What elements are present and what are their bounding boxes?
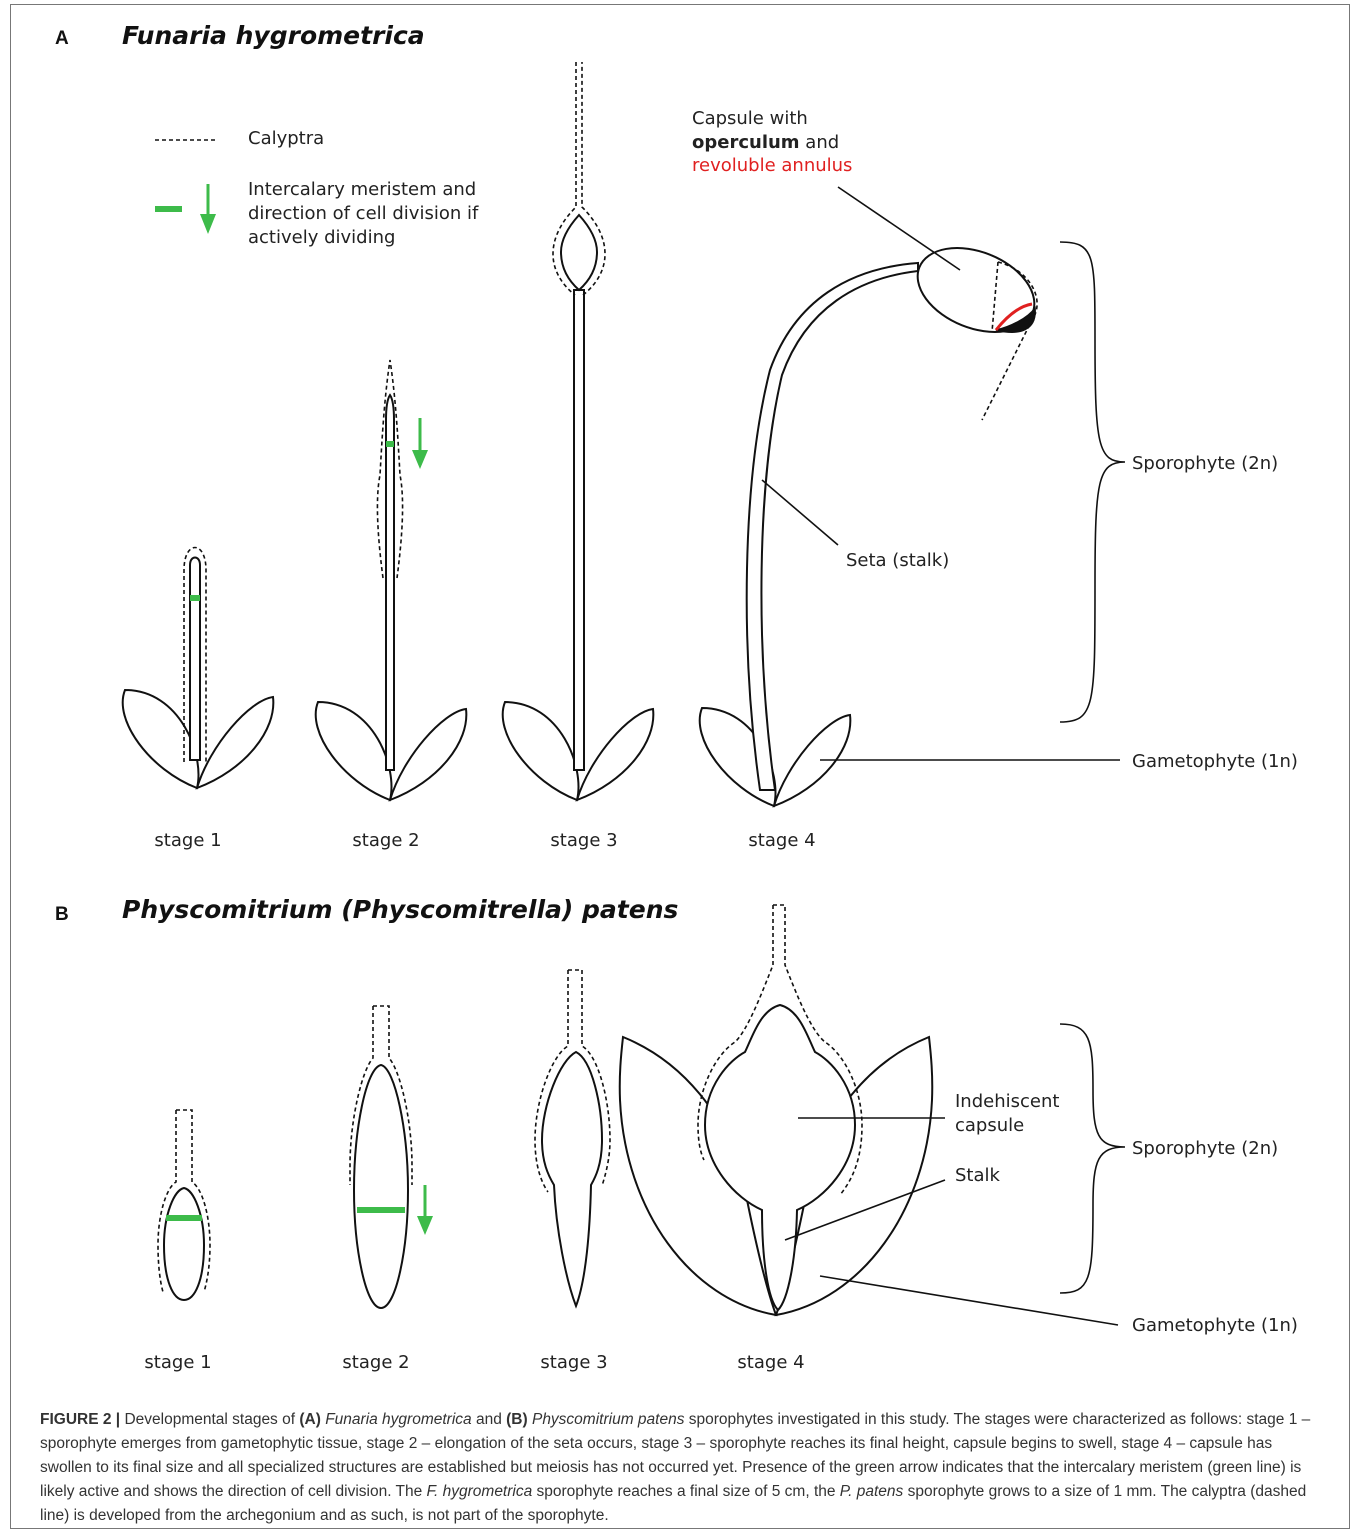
panel-a-letter: A — [55, 28, 69, 49]
caption-text: and — [472, 1411, 506, 1428]
seta-label: Seta (stalk) — [846, 550, 949, 571]
caption-text: Developmental stages of — [120, 1411, 299, 1428]
annulus-term: revoluble annulus — [692, 155, 852, 176]
sporophyte-seta — [574, 290, 584, 770]
gametophyte-label-b: Gametophyte (1n) — [1132, 1315, 1298, 1336]
capsule-label-b-2: capsule — [955, 1115, 1024, 1136]
panel-a-title: Funaria hygrometrica — [122, 21, 425, 50]
panel-b-title: Physcomitrium (Physcomitrella) patens — [122, 895, 678, 924]
funaria-stage-4 — [700, 232, 1047, 806]
sporophyte — [354, 1065, 408, 1308]
caption-text: sporophyte reaches a final size of 5 cm,… — [532, 1483, 840, 1500]
physcomitrium-stage-4 — [620, 905, 933, 1315]
stalk-label: Stalk — [955, 1165, 1001, 1186]
diagram-canvas: A Funaria hygrometrica Calyptra Intercal… — [0, 0, 1358, 1400]
gametophyte-leaf — [197, 697, 273, 788]
funaria-capsule — [905, 232, 1047, 348]
panel-b-letter: B — [55, 904, 69, 925]
gametophyte-label-a: Gametophyte (1n) — [1132, 751, 1298, 772]
gametophyte-leaf — [577, 709, 653, 800]
funaria-stage-3 — [503, 62, 654, 800]
capsule-label-and: and — [800, 132, 840, 153]
stage-label: stage 2 — [342, 1352, 409, 1373]
caption-f-species: F. hygrometrica — [427, 1483, 533, 1500]
physcomitrium-stage-2 — [350, 1006, 433, 1308]
legend-meristem-label-3: actively dividing — [248, 227, 395, 248]
stage-label: stage 4 — [737, 1352, 804, 1373]
sporophyte — [164, 1188, 204, 1300]
seta-stalk — [747, 263, 918, 790]
sporophyte-label-b: Sporophyte (2n) — [1132, 1138, 1278, 1159]
physcomitrium-stage-3 — [535, 970, 610, 1306]
stage-label: stage 2 — [352, 830, 419, 851]
growth-arrow-icon — [412, 450, 428, 469]
sporophyte-brace — [1060, 1024, 1125, 1293]
capsule-label-line2: operculum and — [692, 132, 839, 153]
legend-meristem-label-2: direction of cell division if — [248, 203, 479, 224]
legend-calyptra-label: Calyptra — [248, 128, 324, 149]
gametophyte-leader-line — [820, 1276, 1118, 1325]
capsule — [561, 215, 597, 290]
physcomitrium-stage-1 — [158, 1110, 210, 1300]
stage-label: stage 1 — [154, 830, 221, 851]
caption-b-species: Physcomitrium patens — [528, 1411, 685, 1428]
sporophyte-seta — [386, 395, 394, 770]
legend-meristem-label-1: Intercalary meristem and — [248, 179, 476, 200]
sporophyte-brace — [1060, 242, 1125, 722]
capsule-label-b-1: Indehiscent — [955, 1091, 1059, 1112]
figure-label: FIGURE 2 | — [40, 1411, 120, 1428]
gametophyte-leaf — [503, 702, 579, 800]
sporophyte-label-a: Sporophyte (2n) — [1132, 453, 1278, 474]
caption-a-label: (A) — [299, 1411, 321, 1428]
gametophyte-leaf — [123, 690, 199, 788]
capsule-leader-line — [838, 187, 960, 270]
funaria-stage-1 — [123, 548, 274, 789]
caption-b-label: (B) — [506, 1411, 528, 1428]
capsule-label-line1: Capsule with — [692, 108, 808, 129]
sporophyte — [542, 1052, 602, 1306]
sporophyte-seta — [190, 558, 200, 761]
caption-a-species: Funaria hygrometrica — [321, 1411, 472, 1428]
stage-label: stage 1 — [144, 1352, 211, 1373]
growth-arrow-icon — [417, 1216, 433, 1235]
stage-label: stage 3 — [540, 1352, 607, 1373]
funaria-stage-2 — [316, 360, 467, 800]
stage-label: stage 4 — [748, 830, 815, 851]
caption-p-species: P. patens — [840, 1483, 904, 1500]
legend-arrow-icon — [200, 214, 216, 234]
seta-leader-line — [762, 480, 838, 545]
operculum-term: operculum — [692, 132, 800, 153]
stage-label: stage 3 — [550, 830, 617, 851]
figure-caption: FIGURE 2 | Developmental stages of (A) F… — [40, 1408, 1320, 1528]
gametophyte-leaf — [390, 709, 466, 800]
gametophyte-leaf — [316, 702, 392, 800]
